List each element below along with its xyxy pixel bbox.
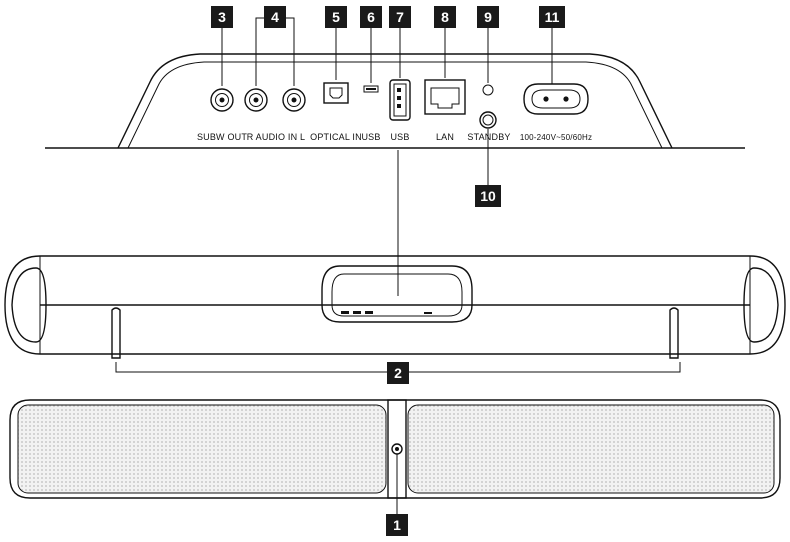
subw-out-jack-icon [210, 88, 234, 112]
callout-9: 9 [477, 6, 499, 28]
lan-label: LAN [436, 132, 454, 142]
callout-4: 4 [264, 6, 286, 28]
lan-port-icon [424, 79, 466, 115]
callout-3: 3 [211, 6, 233, 28]
left-grille [17, 404, 387, 494]
optical-in-label: OPTICAL IN [310, 132, 362, 142]
callout-11: 11 [539, 6, 565, 28]
rear-panel: SUBW OUT R AUDIO IN L OPTICAL IN USB USB… [45, 53, 745, 149]
ir-sensor-icon [391, 443, 403, 455]
callout-2-text: 2 [394, 365, 402, 381]
usb-a-port-icon [389, 79, 411, 121]
audio-in-label: R AUDIO IN L [247, 132, 305, 142]
callout-2: 2 [387, 362, 409, 384]
callout-11-text: 11 [545, 9, 560, 25]
callout-8: 8 [434, 6, 456, 28]
callout-6: 6 [360, 6, 382, 28]
top-callout-leaders [221, 17, 553, 185]
callout-9-text: 9 [484, 9, 492, 25]
power-socket-icon [523, 83, 589, 115]
callout-6-text: 6 [367, 9, 375, 25]
subw-out-label: SUBW OUT [197, 132, 247, 142]
soundbar-front [4, 150, 786, 373]
usb-large-label: USB [390, 132, 409, 142]
soundbar-grille-view [9, 399, 781, 514]
right-end-cap [743, 267, 779, 343]
callout-4-text: 4 [271, 9, 279, 25]
rear-panel-outline [117, 53, 673, 149]
right-grille [407, 404, 775, 494]
foot-right [669, 307, 679, 359]
usb-small-label: USB [361, 132, 380, 142]
foot-left [111, 307, 121, 359]
callout-1-text: 1 [393, 517, 401, 533]
callout-10-text: 10 [480, 188, 496, 204]
power-label: 100-240V~50/60Hz [520, 133, 592, 142]
callout-1: 1 [386, 514, 408, 536]
audio-in-r-jack-icon [244, 88, 268, 112]
callout-5: 5 [325, 6, 347, 28]
callout-5-text: 5 [332, 9, 340, 25]
callout-10: 10 [475, 185, 501, 207]
audio-in-l-jack-icon [282, 88, 306, 112]
rear-panel-inner-outline [127, 61, 663, 149]
optical-in-port-icon [323, 82, 349, 104]
standby-label: STANDBY [467, 132, 510, 142]
standby-led-icon [482, 84, 494, 96]
display-window [321, 265, 473, 323]
grille-body-outline [9, 399, 781, 499]
touch-buttons [341, 311, 432, 314]
callout-3-text: 3 [218, 9, 226, 25]
left-end-cap [11, 267, 47, 343]
callout-8-text: 8 [441, 9, 449, 25]
callout-7-text: 7 [396, 9, 404, 25]
micro-usb-port-icon [363, 85, 379, 93]
standby-button-icon [479, 111, 497, 129]
callout-7: 7 [389, 6, 411, 28]
